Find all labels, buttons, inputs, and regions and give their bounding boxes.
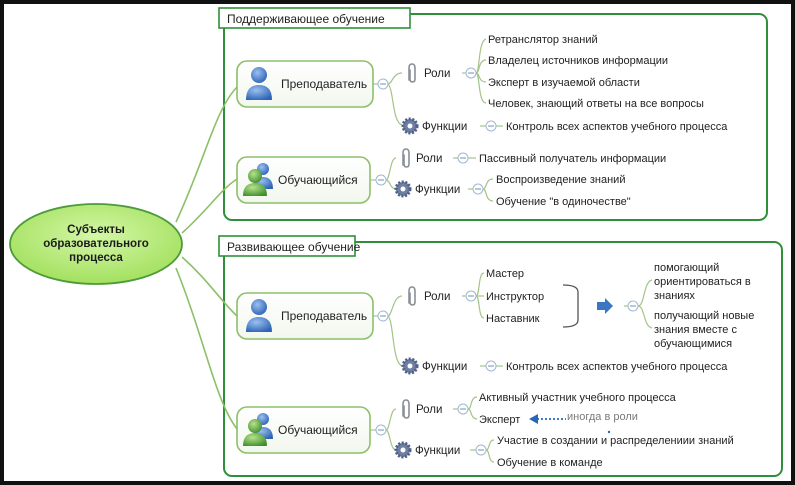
people-green-icon bbox=[243, 413, 273, 446]
gear-icon bbox=[401, 117, 419, 135]
result-text: знания вместе с bbox=[654, 324, 737, 336]
developing-learner-label: Обучающийся bbox=[278, 423, 358, 437]
leaf-item: Активный участник учебного процесса bbox=[479, 392, 677, 404]
gear-icon bbox=[394, 180, 412, 198]
supporting-learner-functions-label: Функции bbox=[415, 184, 460, 196]
result-text: ориентироваться в bbox=[654, 276, 751, 288]
developing-teacher-label: Преподаватель bbox=[281, 309, 367, 323]
leaf-item: Обучение в команде bbox=[497, 457, 603, 469]
supporting-teacher-label: Преподаватель bbox=[281, 77, 367, 91]
person-blue-icon bbox=[246, 67, 272, 100]
leaf-item: Инструктор bbox=[486, 291, 544, 303]
leaf-item: Участие в создании и распределениии знан… bbox=[497, 435, 734, 447]
right-arrow-icon bbox=[597, 298, 613, 314]
grouping-bracket bbox=[562, 284, 579, 328]
paperclip-icon bbox=[402, 399, 410, 419]
main-branches bbox=[175, 86, 238, 430]
gear-icon bbox=[401, 357, 419, 375]
supporting-learner-roles-label: Роли bbox=[416, 153, 442, 165]
developing-teacher-node[interactable]: Преподаватель bbox=[236, 292, 374, 340]
leaf-item: Владелец источников информации bbox=[488, 55, 668, 67]
leaf-item: Человек, знающий ответы на все вопросы bbox=[488, 98, 704, 110]
leaf-item: Эксперт в изучаемой области bbox=[488, 77, 640, 89]
developing-learner-node[interactable]: Обучающийся bbox=[236, 406, 371, 454]
role-note-text: иногда в роли bbox=[567, 411, 638, 423]
leaf-item: Контроль всех аспектов учебного процесса bbox=[506, 361, 728, 373]
section-supporting-title: Поддерживающее обучение bbox=[227, 12, 385, 26]
result-text: знаниях bbox=[654, 290, 695, 302]
supporting-teacher-node[interactable]: Преподаватель bbox=[236, 60, 374, 108]
developing-teacher-roles-label: Роли bbox=[424, 291, 450, 303]
leaf-item: Эксперт bbox=[479, 414, 520, 426]
developing-learner-functions-label: Функции bbox=[415, 445, 460, 457]
center-node[interactable]: Субъекты образовательного процесса bbox=[9, 203, 183, 285]
leaf-item: Пассивный получатель информации bbox=[479, 153, 666, 165]
leaf-item: Контроль всех аспектов учебного процесса bbox=[506, 121, 728, 133]
supporting-learner-node[interactable]: Обучающийся bbox=[236, 156, 371, 204]
leaf-item: Ретранслятор знаний bbox=[488, 34, 598, 46]
supporting-teacher-functions-label: Функции bbox=[422, 121, 467, 133]
leaf-item: Воспроизведение знаний bbox=[496, 174, 625, 186]
result-text: получающий новые bbox=[654, 310, 754, 322]
section-developing-title: Развивающее обучение bbox=[227, 240, 361, 254]
leaf-item: Обучение "в одиночестве" bbox=[496, 196, 631, 208]
leaf-item: Наставник bbox=[486, 313, 540, 325]
people-green-icon bbox=[243, 163, 273, 196]
paperclip-icon bbox=[408, 286, 416, 306]
result-text: помогающий bbox=[654, 262, 719, 274]
center-title-line-1: Субъекты bbox=[67, 224, 125, 236]
role-note-arrow: иногда в роли bbox=[529, 411, 638, 434]
developing-learner-roles-label: Роли bbox=[416, 404, 442, 416]
person-blue-icon bbox=[246, 299, 272, 332]
developing-teacher-functions-label: Функции bbox=[422, 361, 467, 373]
center-title-line-2: образовательного bbox=[43, 238, 149, 250]
collapse-minus-signs bbox=[378, 72, 636, 451]
paperclip-icon bbox=[402, 148, 410, 168]
supporting-learner-label: Обучающийся bbox=[278, 173, 358, 187]
supporting-teacher-roles-label: Роли bbox=[424, 68, 450, 80]
center-title-line-3: процесса bbox=[69, 252, 123, 264]
result-text: обучающимися bbox=[654, 338, 732, 350]
leaf-item: Мастер bbox=[486, 268, 524, 280]
gear-icon bbox=[394, 441, 412, 459]
paperclip-icon bbox=[408, 63, 416, 83]
